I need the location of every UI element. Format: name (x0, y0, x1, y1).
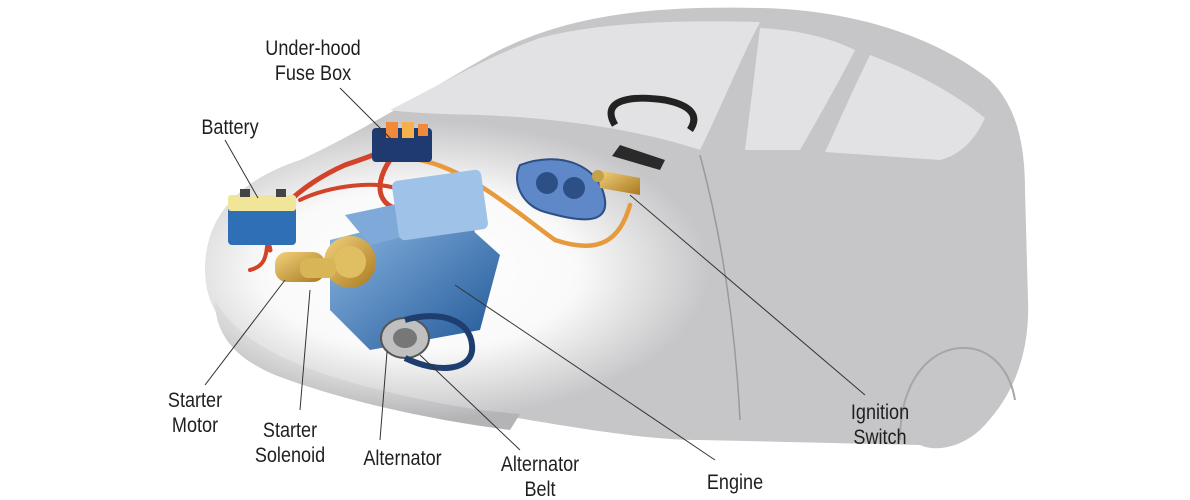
label-starter-motor: Starter Motor (167, 389, 223, 437)
rear-side-window (825, 55, 985, 160)
gauge-cluster (516, 158, 607, 221)
wheel-arch (899, 346, 1016, 441)
label-ignition-switch: Ignition Switch (850, 401, 910, 449)
battery (228, 189, 296, 245)
windshield (390, 21, 760, 150)
label-fuse-box: Under-hood Fuse Box (265, 37, 361, 85)
fuse-box (372, 122, 432, 162)
label-battery: Battery (201, 116, 259, 139)
engine-block (324, 169, 500, 350)
label-alternator-belt: Alternator Belt (500, 453, 580, 500)
front-side-window (745, 28, 855, 150)
door-line (699, 154, 741, 421)
label-alternator: Alternator (363, 447, 442, 470)
alternator-unit (380, 313, 476, 371)
leader-lines (204, 87, 866, 461)
label-starter-solenoid: Starter Solenoid (254, 419, 326, 467)
ignition-switch-part (592, 170, 640, 195)
starter-assembly (275, 252, 336, 282)
steering-column (607, 94, 698, 170)
label-engine: Engine (706, 471, 764, 494)
